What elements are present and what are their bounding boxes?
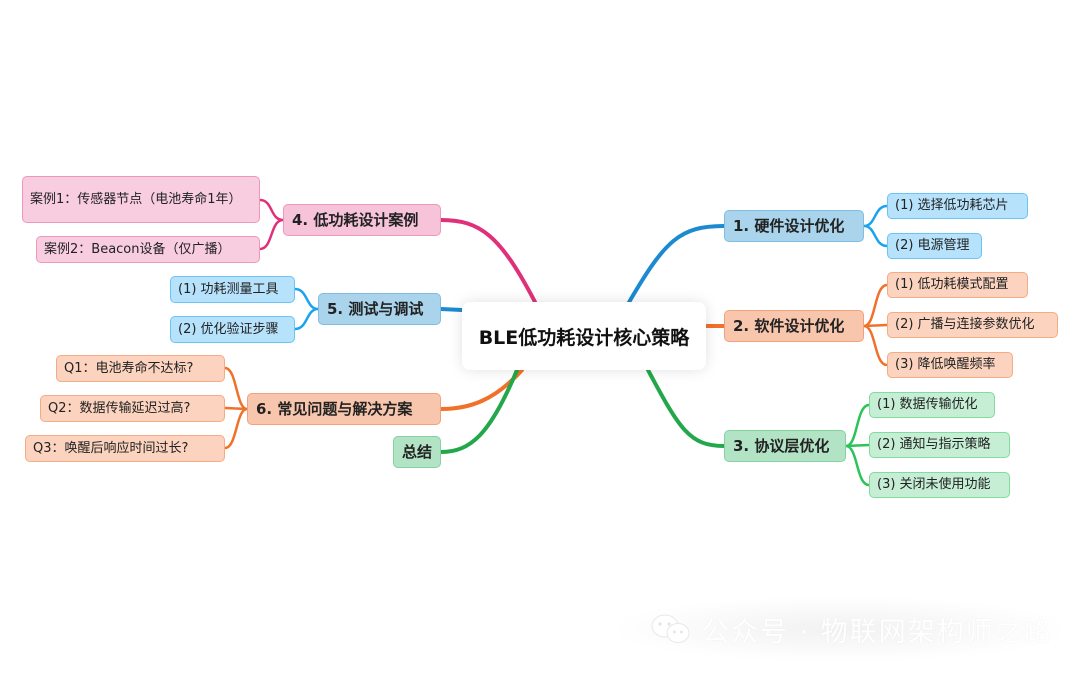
connector-faq-sub <box>223 366 249 450</box>
subtopic-item[interactable]: Q1：电池寿命不达标? <box>56 355 225 382</box>
subtopic-item[interactable]: 案例2：Beacon设备（仅广播） <box>36 236 260 263</box>
connector-sw-sub <box>862 283 889 367</box>
subtopic-label: (3) 关闭未使用功能 <box>877 477 991 493</box>
topic-cases[interactable]: 4. 低功耗设计案例 <box>283 204 441 236</box>
subtopic-item[interactable]: Q2：数据传输延迟过高? <box>40 395 225 422</box>
subtopic-label: (2) 优化验证步骤 <box>178 321 279 337</box>
subtopic-label: Q3：唤醒后响应时间过长? <box>33 440 189 456</box>
subtopic-label: Q2：数据传输延迟过高? <box>48 400 191 416</box>
subtopic-label: 案例1：传感器节点（电池寿命1年） <box>30 191 242 207</box>
topic-label: 6. 常见问题与解决方案 <box>256 400 413 418</box>
subtopic-item[interactable]: (2) 优化验证步骤 <box>170 316 295 343</box>
topic-software[interactable]: 2. 软件设计优化 <box>724 310 864 342</box>
subtopic-item[interactable]: (1) 功耗测量工具 <box>170 276 295 303</box>
topic-protocol[interactable]: 3. 协议层优化 <box>724 430 846 462</box>
topic-label: 2. 软件设计优化 <box>733 317 845 335</box>
watermark: 公众号 · 物联网架构师之路 <box>620 598 1060 660</box>
subtopic-item[interactable]: Q3：唤醒后响应时间过长? <box>25 435 225 462</box>
connector-cases <box>439 218 537 304</box>
subtopic-label: (1) 数据传输优化 <box>877 397 978 413</box>
connector-hw-sub <box>862 204 889 248</box>
subtopic-label: (1) 功耗测量工具 <box>178 281 279 297</box>
subtopic-label: (1) 选择低功耗芯片 <box>895 198 1009 214</box>
subtopic-label: 案例2：Beacon设备（仅广播） <box>44 241 231 257</box>
connector-summary <box>439 368 519 454</box>
subtopic-item[interactable]: 案例1：传感器节点（电池寿命1年） <box>22 176 260 223</box>
topic-label: 3. 协议层优化 <box>733 437 830 455</box>
subtopic-item[interactable]: (2) 电源管理 <box>887 233 982 259</box>
connector-cases-sub <box>258 198 285 251</box>
topic-faq[interactable]: 6. 常见问题与解决方案 <box>247 393 441 425</box>
subtopic-item[interactable]: (2) 广播与连接参数优化 <box>887 312 1058 338</box>
connector-protocol <box>646 368 726 448</box>
subtopic-label: (2) 通知与指示策略 <box>877 437 991 453</box>
wechat-icon <box>651 614 690 643</box>
connector-pr-sub <box>844 403 871 487</box>
subtopic-item[interactable]: (3) 降低唤醒频率 <box>887 352 1013 378</box>
subtopic-item[interactable]: (2) 通知与指示策略 <box>869 432 1010 458</box>
subtopic-label: (2) 广播与连接参数优化 <box>895 317 1035 333</box>
subtopic-item[interactable]: (1) 选择低功耗芯片 <box>887 193 1028 219</box>
topic-label: 总结 <box>402 443 433 461</box>
subtopic-label: (3) 降低唤醒频率 <box>895 357 996 373</box>
connector-testing <box>439 307 464 312</box>
subtopic-label: (1) 低功耗模式配置 <box>895 277 1009 293</box>
topic-testing[interactable]: 5. 测试与调试 <box>318 293 441 325</box>
connector-hardware <box>626 224 726 306</box>
topic-label: 4. 低功耗设计案例 <box>292 211 419 229</box>
connector-testing-sub <box>293 287 320 331</box>
central-topic-text: BLE低功耗设计核心策略 <box>478 326 690 349</box>
topic-hardware[interactable]: 1. 硬件设计优化 <box>724 210 864 242</box>
subtopic-item[interactable]: (1) 数据传输优化 <box>869 392 995 418</box>
subtopic-label: Q1：电池寿命不达标? <box>64 360 194 376</box>
topic-label: 5. 测试与调试 <box>327 300 424 318</box>
topic-summary[interactable]: 总结 <box>393 436 441 468</box>
subtopic-label: (2) 电源管理 <box>895 238 970 254</box>
topic-label: 1. 硬件设计优化 <box>733 217 845 235</box>
subtopic-item[interactable]: (1) 低功耗模式配置 <box>887 272 1028 298</box>
watermark-text: 公众号 · 物联网架构师之路 <box>702 616 1053 648</box>
subtopic-item[interactable]: (3) 关闭未使用功能 <box>869 472 1010 498</box>
central-topic[interactable]: BLE低功耗设计核心策略 <box>462 302 706 370</box>
